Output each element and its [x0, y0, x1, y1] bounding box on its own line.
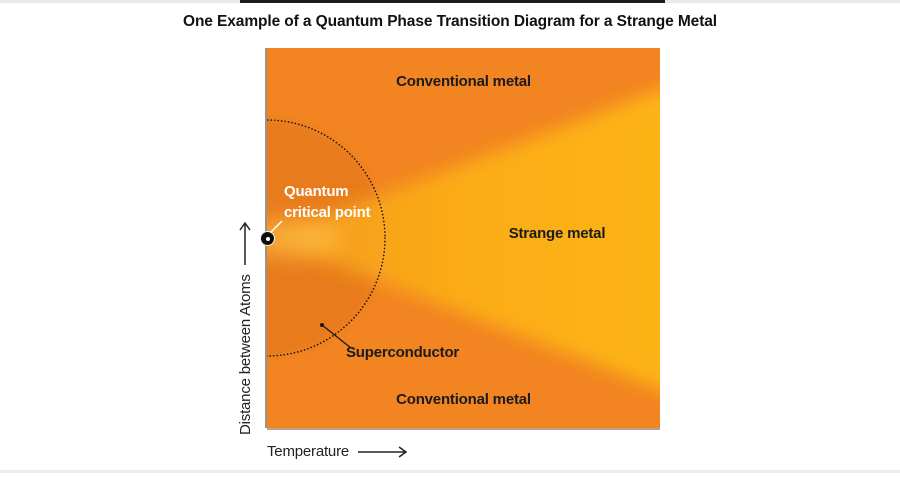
region-label-strange-metal: Strange metal: [508, 225, 606, 242]
x-axis-arrow-icon: [358, 445, 408, 458]
critical-point-glow: [267, 218, 343, 258]
bottom-rule: [0, 470, 900, 473]
strange-metal-wedge: [267, 89, 660, 390]
quantum-critical-point-marker: [260, 231, 275, 246]
region-label-superconductor: Superconductor: [346, 344, 460, 361]
figure-title: One Example of a Quantum Phase Transitio…: [182, 13, 717, 30]
quantum-critical-point-marker-center: [265, 236, 270, 241]
phase-diagram-plot: Conventional metal Strange metal Superco…: [260, 48, 660, 430]
superconductor-dotted-boundary: [267, 119, 386, 357]
superconductor-leader-line: [321, 324, 352, 349]
region-label-conventional-metal-bottom: Conventional metal: [396, 391, 531, 408]
quantum-critical-point-label: Quantum critical point: [284, 183, 371, 221]
y-axis-arrow-icon: [239, 222, 251, 266]
top-rule-dark-segment: [240, 0, 665, 3]
x-axis-label-text: Temperature: [267, 443, 350, 460]
region-label-conventional-metal-top: Conventional metal: [396, 73, 531, 90]
y-axis-label-text: Distance between Atoms: [236, 274, 254, 435]
plot-bottom-edge: [267, 428, 660, 430]
y-axis-label: Distance between Atoms: [236, 219, 254, 435]
phase-diagram-field: [267, 48, 660, 428]
x-axis-label: Temperature: [267, 443, 410, 460]
